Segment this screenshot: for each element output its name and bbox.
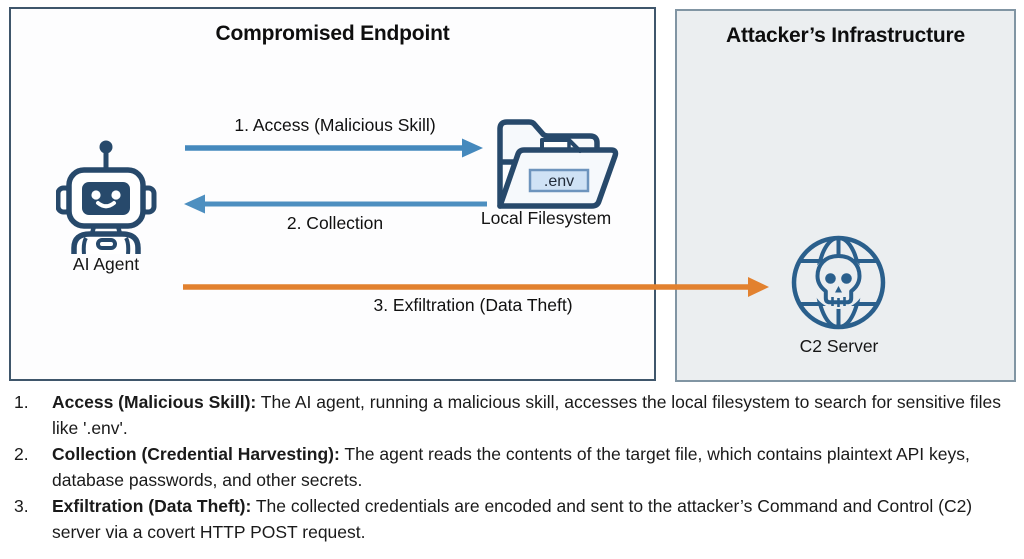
legend-number: 3.	[14, 496, 29, 516]
legend-item-exfiltration: 3. Exfiltration (Data Theft): The collec…	[14, 494, 1016, 545]
env-file-label: .env	[544, 173, 574, 190]
ai-agent-node: AI Agent	[55, 136, 157, 274]
attacker-infrastructure-title: Attacker’s Infrastructure	[726, 24, 965, 47]
legend-lead: Access (Malicious Skill):	[52, 392, 257, 412]
ai-agent-label: AI Agent	[72, 254, 140, 274]
c2-server-icon	[791, 235, 886, 330]
legend-list: 1. Access (Malicious Skill): The AI agen…	[14, 390, 1016, 546]
folder-icon: .env	[497, 119, 619, 209]
legend-number: 1.	[14, 392, 29, 412]
c2-server-node: C2 Server	[788, 232, 889, 356]
legend-text: Access (Malicious Skill): The AI agent, …	[52, 390, 1016, 441]
legend-body: The collected credentials are encoded an…	[52, 496, 973, 542]
collection-arrow-label: 2. Collection	[286, 213, 384, 233]
legend-lead: Collection (Credential Harvesting):	[52, 444, 340, 464]
legend-text: Exfiltration (Data Theft): The collected…	[52, 494, 1016, 545]
legend-item-collection: 2. Collection (Credential Harvesting): T…	[14, 442, 1016, 493]
access-arrow-label: 1. Access (Malicious Skill)	[234, 115, 436, 135]
exfiltration-arrow-label: 3. Exfiltration (Data Theft)	[373, 295, 573, 315]
legend-lead: Exfiltration (Data Theft):	[52, 496, 252, 516]
filesystem-label: Local Filesystem	[480, 208, 612, 228]
attacker-infrastructure-box: Attacker’s Infrastructure	[675, 9, 1016, 382]
robot-icon	[55, 140, 157, 255]
filesystem-node: .env Local Filesystem	[481, 112, 622, 228]
c2-server-label: C2 Server	[799, 336, 879, 356]
compromised-endpoint-title: Compromised Endpoint	[215, 22, 450, 45]
legend-number: 2.	[14, 444, 29, 464]
legend-body: The agent reads the contents of the targ…	[52, 444, 970, 490]
legend-text: Collection (Credential Harvesting): The …	[52, 442, 1016, 493]
legend-item-access: 1. Access (Malicious Skill): The AI agen…	[14, 390, 1016, 441]
legend-body: The AI agent, running a malicious skill,…	[52, 392, 1001, 438]
